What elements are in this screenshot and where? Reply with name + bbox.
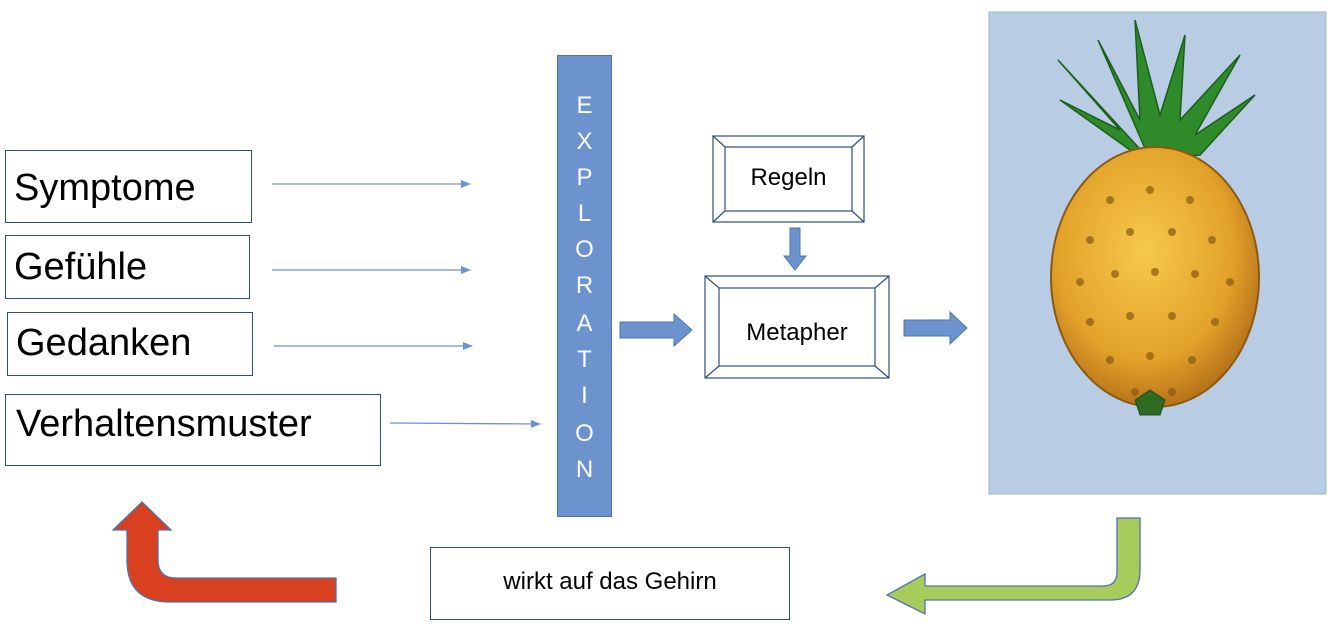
regeln-frame [712, 135, 865, 223]
exploration-letter: I [581, 382, 588, 409]
exploration-column: E X P L O R A T I O N [557, 55, 612, 517]
metapher-box: Metapher [719, 288, 875, 366]
exploration-letter: O [575, 236, 594, 263]
exploration-letter: X [576, 128, 593, 155]
regeln-label: Regeln [750, 164, 827, 191]
exploration-letter: N [575, 456, 594, 483]
curved-arrow-icon [885, 517, 1141, 616]
gedanken-label: Gedanken [16, 322, 192, 364]
gefuehle-label: Gefühle [14, 246, 148, 288]
symptome-label: Symptome [14, 167, 196, 209]
wirkt-box: wirkt auf das Gehirn [430, 547, 790, 620]
verhaltensmuster-label: Verhaltensmuster [16, 403, 312, 445]
curved-arrow-icon [111, 501, 337, 603]
symptome-box: Symptome [5, 150, 252, 223]
gedanken-box: Gedanken [7, 312, 253, 376]
metapher-label: Metapher [746, 319, 848, 346]
exploration-letter: L [577, 200, 592, 227]
exploration-letter: R [575, 272, 594, 299]
metapher-frame [704, 275, 890, 379]
arrow-to-metapher [619, 312, 693, 348]
arrow-regeln-down [782, 227, 808, 271]
arrow-verhaltensmuster [389, 419, 541, 428]
gefuehle-box: Gefühle [5, 235, 250, 299]
exploration-letter: O [575, 420, 594, 447]
exploration-letter: A [576, 310, 593, 337]
exploration-letter: T [577, 346, 592, 373]
arrow-to-image [903, 310, 968, 346]
regeln-box: Regeln [725, 147, 852, 211]
wirkt-label: wirkt auf das Gehirn [503, 568, 717, 595]
exploration-letter: E [576, 92, 593, 119]
exploration-letter: P [576, 164, 593, 191]
verhaltensmuster-box: Verhaltensmuster [5, 394, 381, 466]
pineapple-painting-icon [988, 11, 1327, 495]
